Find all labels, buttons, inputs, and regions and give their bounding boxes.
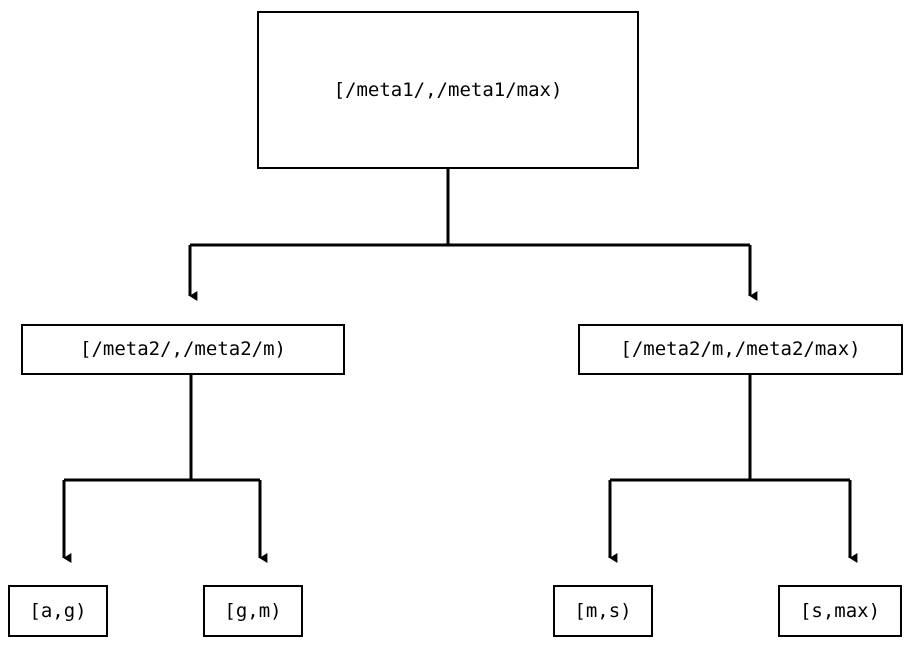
tree-node-leaf-ms: [m,s) xyxy=(553,585,653,637)
edge-root-to-level1 xyxy=(188,169,758,301)
tree-node-leaf-smax-label: [s,max) xyxy=(799,599,881,622)
tree-node-leaf-ms-label: [m,s) xyxy=(574,599,632,622)
edge-meta2-high-to-leaves xyxy=(608,375,858,563)
edge-meta2-low-to-leaves xyxy=(62,375,268,563)
tree-node-leaf-gm-label: [g,m) xyxy=(224,599,282,622)
tree-node-meta2-high: [/meta2/m,/meta2/max) xyxy=(578,324,903,375)
tree-node-meta2-low: [/meta2/,/meta2/m) xyxy=(21,324,345,375)
tree-node-root: [/meta1/,/meta1/max) xyxy=(257,11,639,169)
tree-node-leaf-ag-label: [a,g) xyxy=(29,599,87,622)
tree-node-root-label: [/meta1/,/meta1/max) xyxy=(333,78,563,101)
tree-node-leaf-smax: [s,max) xyxy=(778,585,902,637)
tree-node-meta2-low-label: [/meta2/,/meta2/m) xyxy=(80,338,286,360)
tree-node-leaf-ag: [a,g) xyxy=(8,585,108,637)
tree-node-meta2-high-label: [/meta2/m,/meta2/max) xyxy=(620,338,861,360)
tree-node-leaf-gm: [g,m) xyxy=(203,585,303,637)
